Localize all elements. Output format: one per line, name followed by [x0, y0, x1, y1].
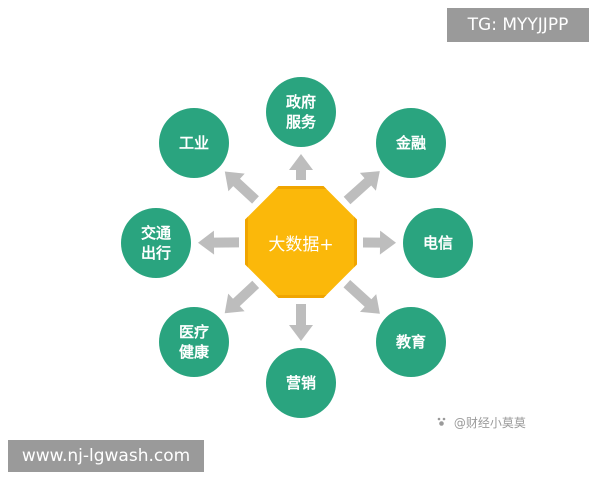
- arrow-industry: [224, 171, 259, 204]
- node-finance: 金融: [376, 108, 446, 178]
- watermark: @财经小莫莫: [436, 414, 526, 431]
- tg-tag-text: TG: MYYJJPP: [467, 15, 569, 35]
- node-government-label: 政府 服务: [285, 93, 316, 131]
- node-finance-label: 金融: [395, 134, 426, 152]
- website-url-badge: www.nj-lgwash.com: [8, 440, 204, 472]
- tg-tag: TG: MYYJJPP: [447, 8, 589, 42]
- arrow-finance: [343, 171, 380, 205]
- node-education-label: 教育: [395, 333, 426, 351]
- node-education: 教育: [376, 307, 446, 377]
- node-industry: 工业: [159, 108, 229, 178]
- node-marketing: 营销: [266, 348, 336, 418]
- node-transport-label: 交通 出行: [140, 224, 171, 262]
- node-marketing-label: 营销: [285, 374, 316, 392]
- hub-label: 大数据+: [268, 234, 334, 255]
- watermark-text: @财经小莫莫: [453, 416, 526, 430]
- arrow-group: [198, 154, 396, 341]
- node-healthcare-label: 医疗 健康: [178, 323, 209, 361]
- arrow-telecom: [363, 230, 396, 255]
- website-url-text: www.nj-lgwash.com: [21, 446, 191, 466]
- node-telecom-label: 电信: [422, 234, 453, 252]
- hub-octagon: 大数据+: [245, 186, 357, 298]
- arrow-healthcare: [224, 280, 260, 314]
- arrow-transport: [198, 230, 239, 255]
- node-telecom: 电信: [403, 208, 473, 278]
- arrow-marketing: [289, 304, 313, 341]
- node-government: 政府 服务: [266, 77, 336, 147]
- node-transport: 交通 出行: [121, 208, 191, 278]
- node-healthcare: 医疗 健康: [159, 307, 229, 377]
- arrow-government: [289, 154, 313, 180]
- paw-icon: [436, 416, 447, 430]
- arrow-education: [343, 280, 380, 314]
- node-industry-label: 工业: [178, 134, 209, 152]
